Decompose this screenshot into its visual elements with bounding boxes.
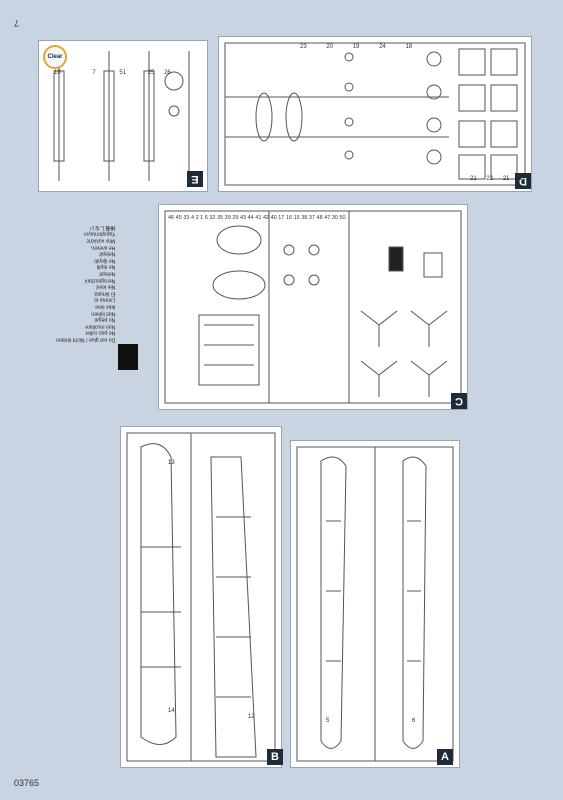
sprue-b-frame: B [120, 426, 283, 768]
part-number: 22 [519, 176, 526, 182]
legend-line: Limma ej [94, 297, 116, 304]
sprue-b-label: B [267, 749, 283, 765]
legend-line: Ne lijepiti [94, 257, 116, 264]
part-number: 13 [168, 460, 175, 466]
legend-line: Ei liimata [94, 290, 116, 297]
part-number: 39 [224, 215, 231, 221]
sprue-e-label: E [187, 171, 203, 187]
part-number: 29 [232, 215, 239, 221]
legend-line: Ikke lime [94, 303, 116, 310]
part-number: 25 [147, 70, 155, 76]
clear-parts-badge: Clear [43, 45, 67, 69]
part-number: 20 [326, 44, 334, 50]
part-number: 10 [54, 70, 61, 76]
sprue-a-label: A [437, 749, 453, 765]
part-number: 18 [405, 44, 413, 50]
part-number: 32 [209, 215, 216, 221]
part-number: 40 [270, 215, 277, 221]
part-number: 6 [204, 215, 208, 221]
part-number: 14 [168, 708, 175, 714]
part-number: 30 [331, 215, 338, 221]
legend-line: Nelepit [99, 270, 116, 277]
sprue-a-frame: A [290, 440, 460, 768]
sprue-c-drawing [164, 210, 462, 404]
legend-line: Ne pas coller [85, 330, 116, 337]
part-number: 4 [190, 215, 195, 221]
sprue-c-frame: C [158, 204, 468, 410]
part-number-b12: 12 [248, 714, 255, 720]
part-number: 48 [316, 215, 323, 221]
part-number: 24 [379, 44, 386, 50]
part-number-group-c: 46 45 33 4 2 1 6 32 35 39 29 43 44 41 42… [168, 214, 458, 223]
sprue-d-drawing [224, 42, 526, 186]
part-number-group-e: 10 7 51 25 26 [54, 70, 171, 76]
legend-line: Μην κολλάτε [86, 237, 116, 244]
part-number: 17 [278, 215, 285, 221]
part-number: 46 [168, 215, 175, 221]
part-number-a6: 6 [412, 718, 415, 724]
part-number: 42 [262, 215, 270, 221]
part-number: 43 [239, 215, 247, 221]
part-number-b14: 14 [168, 708, 175, 714]
part-number-a5: 5 [326, 718, 329, 724]
page-number-top: 7 [14, 18, 20, 28]
part-number: 6 [412, 718, 416, 724]
part-number: 23 [300, 44, 307, 50]
part-number: 22 [486, 176, 494, 182]
page-number-bottom: 03765 [14, 778, 40, 788]
part-number: 5 [326, 718, 330, 724]
legend-line: Niet lijmen [91, 310, 116, 317]
legend-line: Non incollare [85, 323, 116, 330]
part-number: 21 [470, 176, 477, 182]
legend-line: Ne lepiti [96, 264, 116, 271]
part-number: 45 [175, 215, 182, 221]
part-number: 50 [339, 215, 346, 221]
part-number: 7 [92, 70, 96, 76]
part-number: 21 [502, 176, 510, 182]
part-number: 44 [247, 215, 254, 221]
part-number: 16 [285, 215, 293, 221]
sprue-d-frame: D [218, 36, 532, 192]
legend-line: Neragasztani [84, 277, 116, 284]
sprue-a-drawing [296, 446, 454, 762]
part-number: 41 [255, 215, 262, 221]
sprue-e-drawing [53, 51, 190, 181]
part-number: 38 [301, 215, 308, 221]
part-number-group-b: 13 [168, 460, 175, 466]
do-not-glue-legend: Do not glue / Nicht kleben Ne pas coller… [56, 224, 115, 343]
part-number: 1 [200, 215, 204, 221]
legend-line: No pegar [94, 316, 116, 323]
part-number: 19 [352, 44, 360, 50]
part-number: 51 [119, 70, 127, 76]
legend-line: Не клеить [91, 244, 116, 251]
legend-line: 接着しない [89, 224, 116, 231]
legend-line: Nie kleić [95, 283, 116, 290]
sprue-b-drawing [126, 432, 276, 762]
part-number: 26 [164, 70, 171, 76]
sprue-c-label: C [451, 393, 467, 409]
part-number: 47 [324, 215, 331, 221]
part-number: 37 [308, 215, 315, 221]
sprue-e-frame: Clear E [38, 40, 208, 192]
part-number: 2 [195, 215, 199, 221]
legend-line: Yapıştırmayın [83, 231, 116, 238]
do-not-glue-icon [118, 344, 138, 370]
part-number-group-d-top: 23 20 19 24 18 [300, 44, 412, 50]
legend-line: Nelepiť [98, 250, 116, 257]
part-number: 33 [183, 215, 190, 221]
part-number: 15 [293, 215, 300, 221]
legend-line: Do not glue / Nicht kleben [56, 336, 116, 343]
part-number: 35 [217, 215, 224, 221]
part-number: 12 [248, 714, 255, 720]
part-number-group-d-side: 21 22 21 22 [470, 176, 526, 182]
